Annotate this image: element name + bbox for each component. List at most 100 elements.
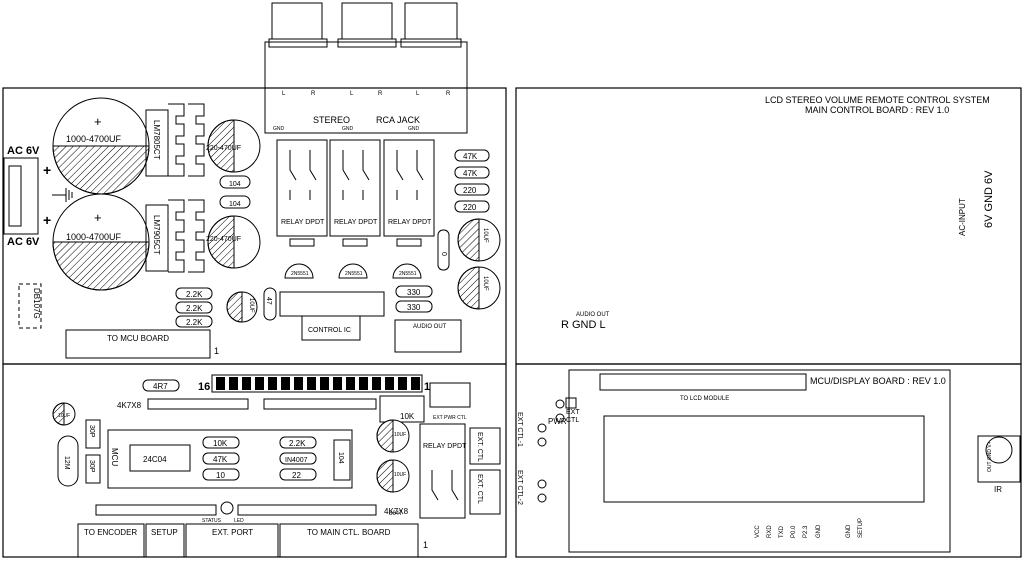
relays <box>276 139 435 237</box>
led-label: LED <box>234 518 244 524</box>
svg-text:VCC: VCC <box>755 525 761 538</box>
ir-receiver-box <box>977 435 1021 483</box>
pin16-label: 16 <box>198 381 210 393</box>
r-right-1: 47K <box>463 152 478 161</box>
svg-text:RXD: RXD <box>767 525 773 538</box>
reg-1-label: LM7805CT <box>152 120 161 160</box>
relay-lower <box>419 423 466 519</box>
rca-gnd-2: GND <box>342 126 354 132</box>
rca-pin-6: R <box>446 91 451 97</box>
eeprom <box>129 444 191 472</box>
r-mid2-1: 2.2K <box>289 439 306 448</box>
sip-left <box>147 398 249 410</box>
cap-small-2 <box>207 215 261 269</box>
cap-10uf-mid-label: 10UF <box>248 298 254 313</box>
pwr-led <box>555 399 565 409</box>
conn-setup-label: SETUP <box>151 528 178 537</box>
sip-left-label: 4K7X8 <box>117 401 142 410</box>
right-title-1: LCD STEREO VOLUME REMOTE CONTROL SYSTEM <box>765 95 990 105</box>
ext-ctl-2-right: EXT CTL-2 <box>516 470 523 505</box>
r-right-4: 220 <box>463 203 477 212</box>
rca-gnd-3: GND <box>408 126 420 132</box>
ext-ctl-1-conn <box>469 427 501 465</box>
audio-out-right-label: AUDIO OUT <box>576 312 610 318</box>
rca-pin-4: R <box>378 91 383 97</box>
to-mcu-connector <box>65 329 211 359</box>
pin1-mcu: 1 <box>214 346 219 356</box>
r-47-label: 47 <box>265 297 272 305</box>
pin1-conn-label: 1 <box>423 540 428 550</box>
r-330-2: 330 <box>407 303 421 312</box>
ac-label-top: AC 6V <box>7 145 40 157</box>
status-label: STATUS <box>202 518 222 524</box>
reg-2-label: LM7905CT <box>152 215 161 255</box>
bottom-connectors <box>77 523 419 558</box>
ac-pins-label: 6V GND 6V <box>983 170 995 228</box>
r-10k-label: 10K <box>400 412 415 421</box>
cap-small-2-label: 220-470UF <box>206 236 241 243</box>
lcd-module-outline <box>568 369 951 553</box>
cap-10uf-left <box>52 402 76 426</box>
resistors-right <box>454 149 490 213</box>
cap-30p-1-label: 30P <box>88 425 95 438</box>
lcd-pin-labels: VCC RXD TXD P0.0 P2.3 GND GND SETUP <box>755 518 864 538</box>
audio-out-connector <box>394 319 462 353</box>
plus-sign-1: + <box>43 162 51 178</box>
ac-input-label: AC-INPUT <box>958 198 967 236</box>
cap-30p-1 <box>85 419 101 449</box>
r-right-2: 47K <box>463 169 478 178</box>
big-capacitor-1: + <box>52 97 150 195</box>
cap-10uf-right <box>457 218 501 310</box>
crystal-label: 12M <box>63 456 70 470</box>
ext-ctl-leds <box>537 423 547 503</box>
plus-sign-2: + <box>43 212 51 228</box>
lcd-header <box>599 373 807 391</box>
cap-10uf-lower-right <box>376 419 410 493</box>
led-bargraph <box>211 374 423 393</box>
ac-connector <box>3 157 39 235</box>
relay-diodes <box>284 238 422 279</box>
to-mcu-label: TO MCU BOARD <box>107 334 169 343</box>
cap-big-2-label: 1000-4700UF <box>66 232 122 242</box>
svg-text:GND: GND <box>846 524 852 538</box>
pin1-led-label: 1 <box>424 381 430 393</box>
relay-2-label: RELAY DPDT <box>334 219 378 226</box>
r-left-3: 2.2K <box>186 318 203 327</box>
regulator-2 <box>145 199 205 273</box>
ext-pwr-connector <box>429 382 471 408</box>
relay-3-label: RELAY DPDT <box>388 219 432 226</box>
conn-ext-port-label: EXT. PORT <box>212 528 253 537</box>
resistors-mid <box>202 436 317 481</box>
status-led <box>220 501 234 515</box>
svg-text:+: + <box>94 210 102 225</box>
ext-ctl-1-label: EXT. CTL <box>476 432 483 462</box>
cap-30p-2-label: 30P <box>88 460 95 473</box>
svg-text:P0.0: P0.0 <box>791 525 797 538</box>
r-left-1: 2.2K <box>186 290 203 299</box>
svg-text:SETUP: SETUP <box>858 518 864 538</box>
ext-label: EXT <box>566 409 580 416</box>
ext-ctl-2-label: EXT. CTL <box>476 474 483 504</box>
resistors-330 <box>395 285 433 313</box>
ceramic-2 <box>219 195 251 209</box>
control-ic-label: CONTROL IC <box>308 327 351 334</box>
r-right-3: 220 <box>463 186 477 195</box>
r-mid-1: 10K <box>213 439 228 448</box>
big-capacitor-2: + <box>52 193 150 291</box>
relay-1-label: RELAY DPDT <box>281 219 325 226</box>
audio-out-label: AUDIO OUT <box>413 324 447 330</box>
control-ic-box <box>301 315 361 341</box>
cap-10uf-right-2: 10UF <box>482 276 488 291</box>
pwr-label: PWR <box>548 417 567 426</box>
rca-jack-label: RCA JACK <box>376 115 420 125</box>
rca-stereo-label: STEREO <box>313 115 350 125</box>
ac-label-bottom: AC 6V <box>7 236 40 248</box>
cap-30p-2 <box>85 454 101 484</box>
sip-bottom-left <box>95 504 217 516</box>
mcu-socket <box>107 429 353 489</box>
right-bottom-title: MCU/DISPLAY BOARD : REV 1.0 <box>810 376 946 386</box>
cap-104-label: 104 <box>337 452 344 464</box>
ceramic-1 <box>219 175 251 189</box>
r-330-1: 330 <box>407 288 421 297</box>
